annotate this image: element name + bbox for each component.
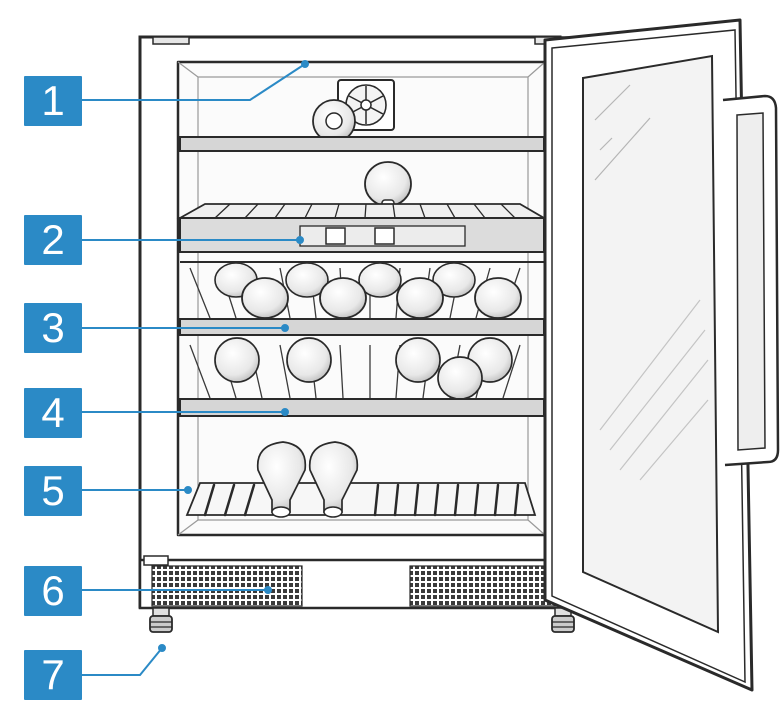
callout-label: 6: [41, 567, 65, 614]
wine-bottle: [312, 99, 356, 143]
wine-bottle: [256, 441, 307, 518]
callout-5: 5: [24, 466, 82, 516]
shelf-4: [179, 398, 545, 417]
glass-door: [543, 18, 754, 692]
callout-label: 7: [41, 651, 65, 698]
leader-line-7: [82, 647, 163, 676]
callout-6: 6: [24, 566, 82, 616]
adjustable-foot: [149, 607, 173, 633]
shelf-2-slats: [176, 203, 548, 219]
control-panel: [179, 217, 545, 253]
callout-label: 1: [41, 77, 65, 124]
bottle-row-3-front: [241, 277, 522, 319]
callout-label: 3: [41, 304, 65, 351]
callout-label: 5: [41, 467, 65, 514]
callout-7: 7: [24, 650, 82, 700]
bottom-shelf: [185, 482, 537, 517]
leader-line-1: [82, 63, 306, 101]
shelf-1: [179, 136, 545, 152]
callout-label: 4: [41, 389, 65, 436]
bottle-row-4: [214, 337, 513, 400]
wine-bottle: [308, 441, 359, 518]
leader-lines: [82, 60, 309, 676]
bottle-row-3-back: [214, 262, 476, 298]
ventilation-grille: [151, 565, 561, 607]
callout-4: 4: [24, 388, 82, 438]
callout-label: 2: [41, 216, 65, 263]
callout-3: 3: [24, 303, 82, 353]
door-handle: [722, 94, 780, 467]
adjustable-foot: [551, 607, 575, 633]
callout-1: 1: [24, 76, 82, 126]
callout-2: 2: [24, 215, 82, 265]
